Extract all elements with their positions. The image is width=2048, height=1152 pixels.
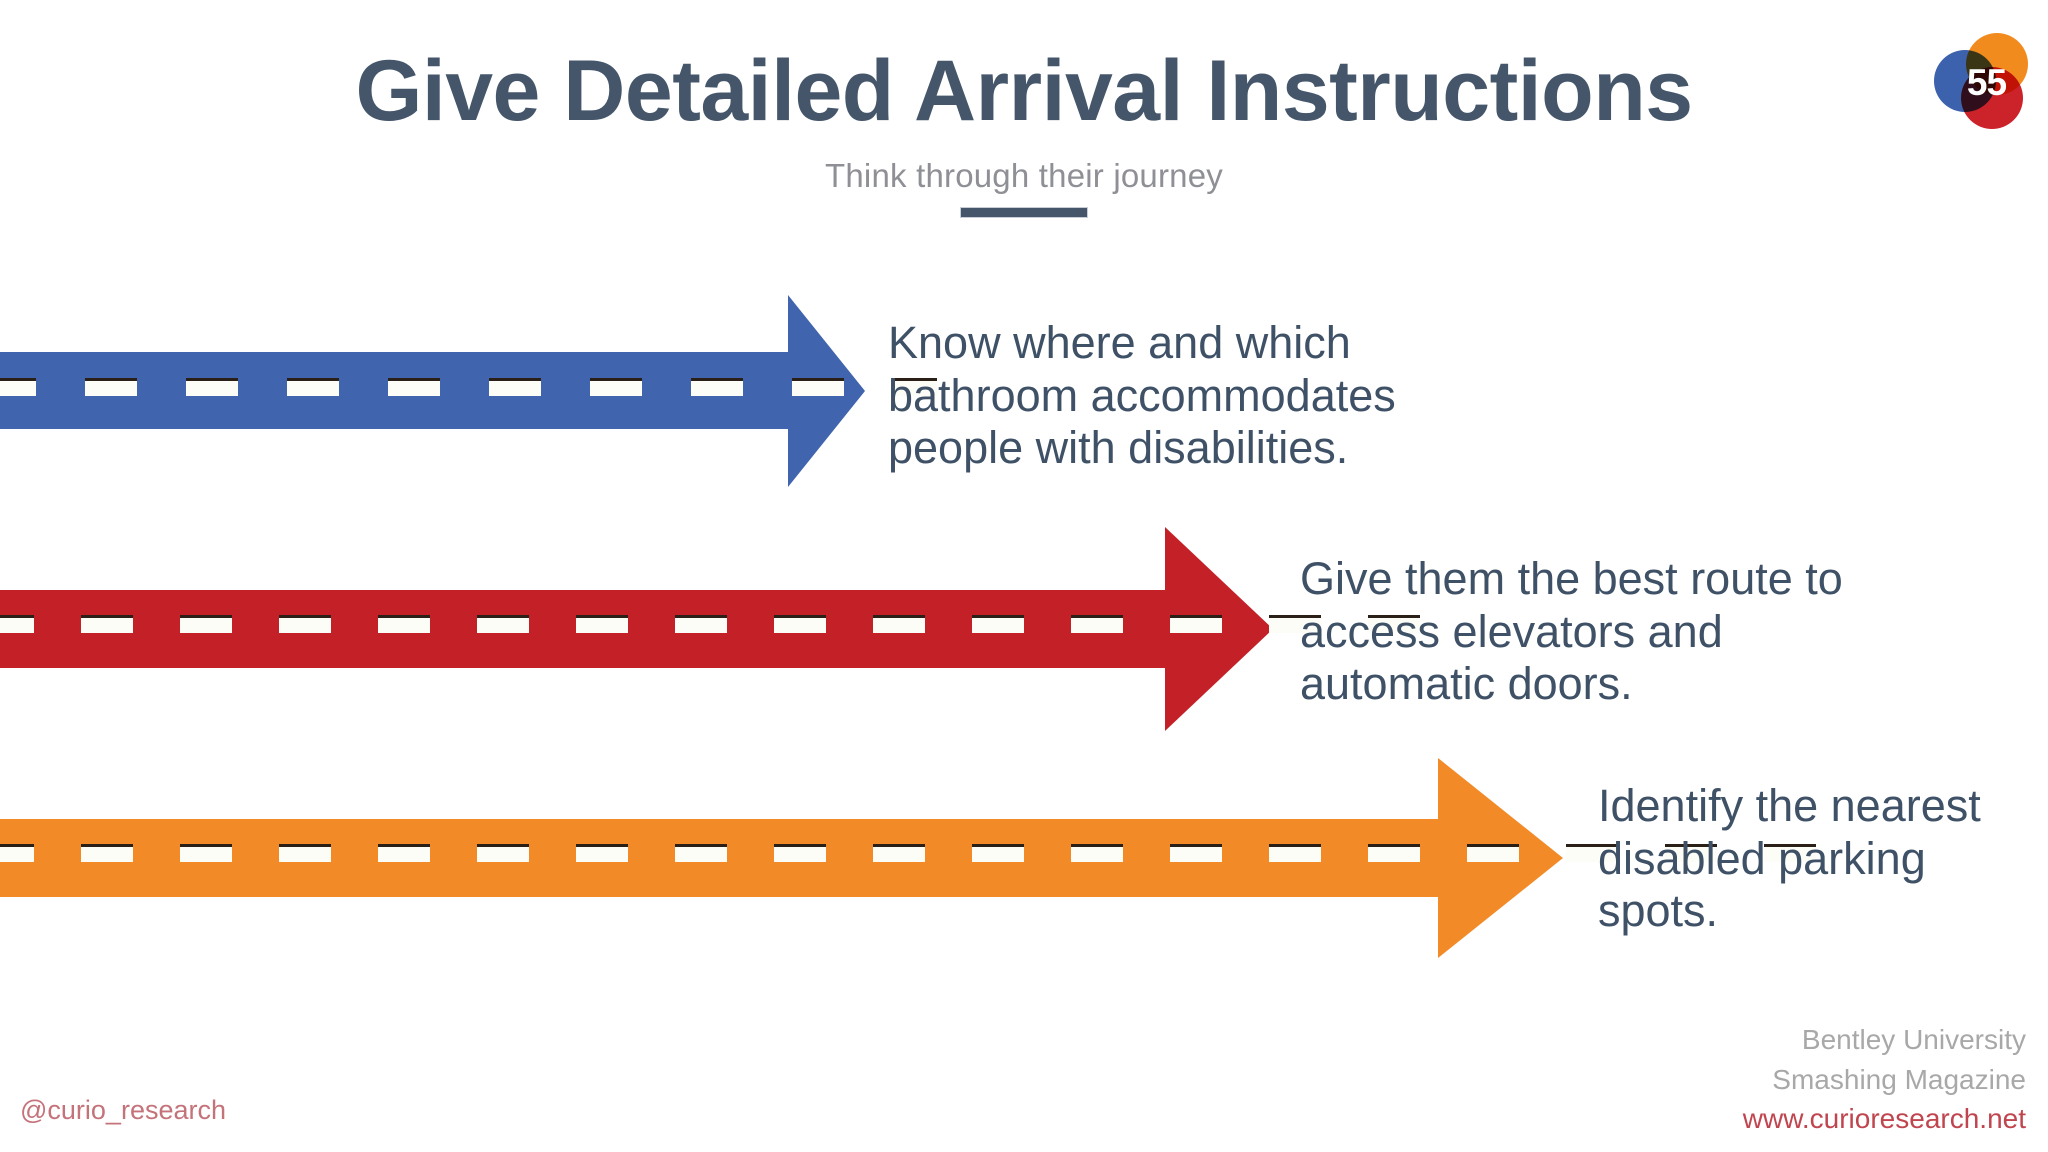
arrow-text-blue: Know where and which bathroom accommodat… <box>888 317 1396 474</box>
footer-credits: Bentley University Smashing Magazine www… <box>1326 1020 2026 1137</box>
road-dashes-orange <box>0 844 1816 862</box>
arrow-text-orange: Identify the nearest disabled parking sp… <box>1598 780 1981 937</box>
title-divider <box>960 207 1088 218</box>
page-title: Give Detailed Arrival Instructions <box>355 43 1693 139</box>
road-dashes-blue <box>0 378 937 396</box>
footer-credit-line-2: Smashing Magazine <box>1772 1063 2026 1095</box>
page-subtitle: Think through their journey <box>825 157 1223 194</box>
logo-circle-red-icon <box>1961 67 2023 129</box>
brand-logo: 55 <box>1934 33 2030 129</box>
footer-credit-line-1: Bentley University <box>1801 1024 2026 1055</box>
arrow-text-red: Give them the best route to access eleva… <box>1300 553 1843 710</box>
footer-website-link[interactable]: www.curioresearch.net <box>1742 1102 2026 1134</box>
road-dashes-red <box>0 615 1420 633</box>
footer-social-handle: @curio_research <box>20 1095 226 1125</box>
logo-slide-number: 55 <box>1966 62 2007 103</box>
